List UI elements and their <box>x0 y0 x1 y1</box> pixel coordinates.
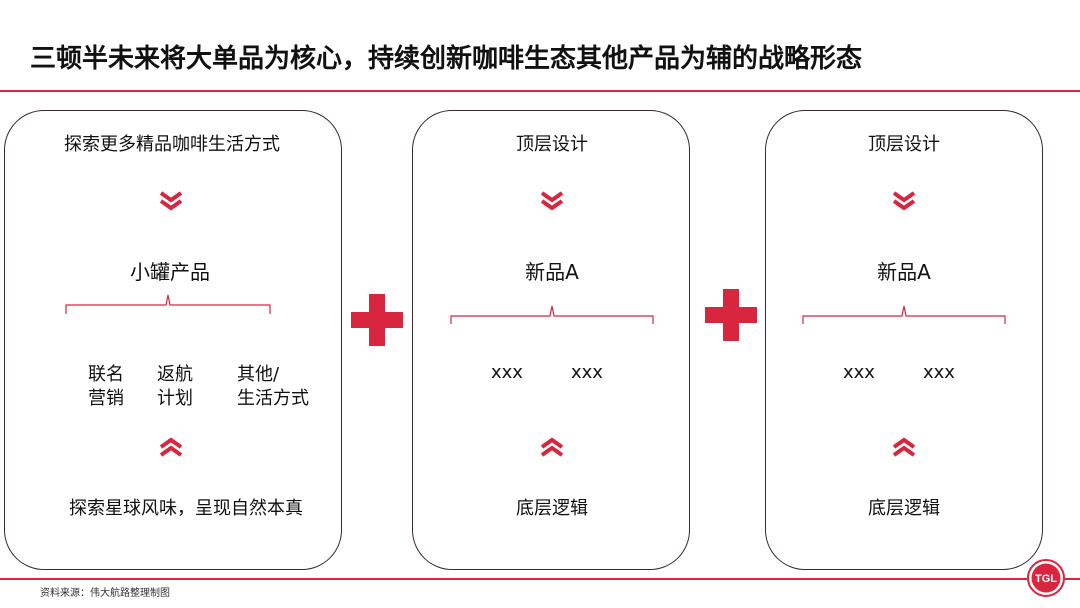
card3-item-2: xxx <box>923 362 955 383</box>
card1-middle-text: 小罐产品 <box>130 260 210 284</box>
card3-item-1: xxx <box>843 362 875 383</box>
plus-icon <box>705 289 757 341</box>
chevron-down-icon <box>892 191 916 211</box>
card1-item-1-line1: 联名 <box>88 364 124 385</box>
card1-item-3-line2: 生活方式 <box>237 388 309 409</box>
card1-top-text: 探索更多精品咖啡生活方式 <box>64 134 280 155</box>
card3-bottom-text: 底层逻辑 <box>868 498 940 519</box>
footer-divider <box>0 578 1080 580</box>
card3-top-text: 顶层设计 <box>868 134 940 155</box>
plus-icon <box>351 294 403 346</box>
svg-text:TGL: TGL <box>1035 573 1057 585</box>
card1-bottom-text: 探索星球风味，呈现自然本真 <box>69 498 303 519</box>
title-divider <box>0 90 1080 92</box>
chevron-up-icon <box>892 437 916 457</box>
card2-item-1: xxx <box>491 362 523 383</box>
card2-top-text: 顶层设计 <box>516 134 588 155</box>
card1-brace <box>65 294 271 314</box>
strategy-card-new-product-2 <box>765 110 1043 570</box>
card1-item-2-line2: 计划 <box>157 388 193 409</box>
card2-brace <box>450 305 654 324</box>
page-title: 三顿半未来将大单品为核心，持续创新咖啡生态其他产品为辅的战略形态 <box>30 44 863 74</box>
card2-item-2: xxx <box>571 362 603 383</box>
card1-item-2-line1: 返航 <box>157 364 193 385</box>
card3-middle-text: 新品A <box>877 260 931 284</box>
card1-item-1-line2: 营销 <box>88 388 124 409</box>
source-note: 资料来源：伟大航路整理制图 <box>40 588 170 599</box>
chevron-up-icon <box>540 437 564 457</box>
chevron-down-icon <box>540 191 564 211</box>
chevron-up-icon <box>159 437 183 457</box>
strategy-card-new-product-1 <box>412 110 690 570</box>
card2-bottom-text: 底层逻辑 <box>516 498 588 519</box>
card2-middle-text: 新品A <box>525 260 579 284</box>
card1-item-3-line1: 其他/ <box>237 364 280 385</box>
card3-brace <box>802 305 1006 324</box>
tgl-logo: TGL <box>1027 559 1065 597</box>
strategy-card-main <box>4 110 342 570</box>
chevron-down-icon <box>159 191 183 211</box>
